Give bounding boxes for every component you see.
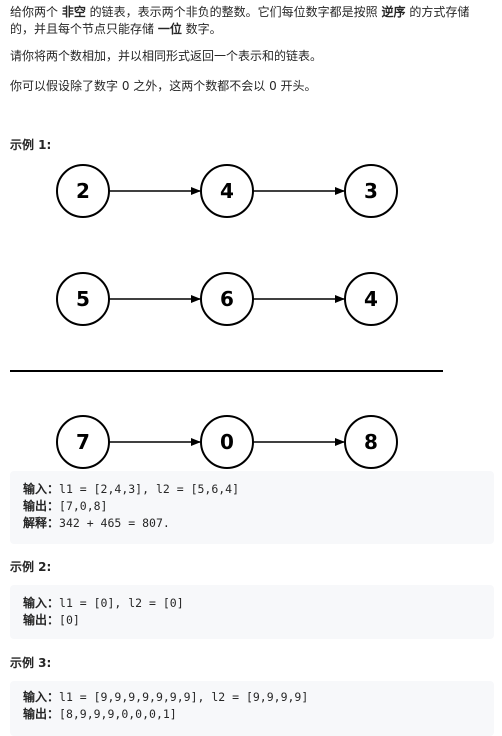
- problem-description-2: 请你将两个数相加，并以相同形式返回一个表示和的链表。: [10, 49, 323, 63]
- desc-text-e: 的方式存储的，并且每个节点只能存储: [10, 5, 470, 36]
- list-node-value: 4: [364, 287, 378, 311]
- example-2-input: l1 = [0], l2 = [0]: [59, 596, 184, 610]
- example-3-output: [8,9,9,9,0,0,0,1]: [59, 707, 177, 721]
- example-1-input-line: 输入：l1 = [2,4,3], l2 = [5,6,4]: [23, 481, 494, 498]
- desc-bold-reverse: 逆序: [381, 5, 406, 19]
- problem-description-3: 你可以假设除了数字 0 之外，这两个数都不会以 0 开头。: [10, 79, 317, 93]
- diagram-rows: 2 4 3 5 6 4 7 0 8: [56, 164, 398, 469]
- desc-text-a: 给你两个: [10, 5, 62, 19]
- list-node-value: 8: [364, 430, 378, 454]
- list-node: [56, 272, 110, 326]
- problem-description-1: 给你两个 非空 的链表，表示两个非负的整数。它们每位数字都是按照 逆序 的方式存…: [10, 4, 492, 38]
- output-label: 输出：: [23, 499, 60, 513]
- list-node-value: 7: [76, 430, 90, 454]
- list-node: [56, 164, 110, 218]
- example-2-output: [0]: [59, 613, 80, 627]
- desc-text-g: 数字。: [181, 22, 222, 36]
- list-node-value: 2: [76, 179, 90, 203]
- example-1-output: [7,0,8]: [59, 499, 108, 513]
- list-node-value: 3: [364, 179, 378, 203]
- example-1-heading: 示例 1:: [10, 138, 52, 152]
- example-2-heading: 示例 2:: [10, 560, 52, 574]
- output-label: 输出：: [23, 613, 60, 627]
- example-3-input-line: 输入：l1 = [9,9,9,9,9,9,9], l2 = [9,9,9,9]: [23, 689, 494, 706]
- list-node-value: 4: [220, 179, 234, 203]
- desc-bold-non-empty: 非空: [61, 5, 86, 19]
- list-node-value: 6: [220, 287, 234, 311]
- desc-text-c: 的链表，表示两个非负的整数。它们每位数字都是按照: [85, 5, 382, 19]
- example-2-codebox: 输入：l1 = [0], l2 = [0] 输出：[0]: [10, 585, 494, 639]
- example-3-input: l1 = [9,9,9,9,9,9,9], l2 = [9,9,9,9]: [59, 690, 309, 704]
- example-1-input: l1 = [2,4,3], l2 = [5,6,4]: [59, 482, 240, 496]
- example-2-output-line: 输出：[0]: [23, 612, 494, 629]
- example-1-codebox: 输入：l1 = [2,4,3], l2 = [5,6,4] 输出：[7,0,8]…: [10, 471, 494, 544]
- list-node: [344, 415, 398, 469]
- example-1-explain: 342 + 465 = 807.: [59, 516, 170, 530]
- input-label: 输入：: [23, 596, 60, 610]
- list-node: [200, 415, 254, 469]
- example-1-explain-line: 解释：342 + 465 = 807.: [23, 515, 494, 532]
- output-label: 输出：: [23, 707, 60, 721]
- example-2-input-line: 输入：l1 = [0], l2 = [0]: [23, 595, 494, 612]
- explain-label: 解释：: [23, 516, 60, 530]
- example-3-codebox: 输入：l1 = [9,9,9,9,9,9,9], l2 = [9,9,9,9] …: [10, 681, 494, 736]
- list-node-value: 0: [220, 430, 234, 454]
- input-label: 输入：: [23, 482, 60, 496]
- list-node: [344, 164, 398, 218]
- list-node: [200, 272, 254, 326]
- linked-list-diagram: 2 4 3 5 6 4 7 0 8: [10, 164, 443, 469]
- list-node: [200, 164, 254, 218]
- example-1-output-line: 输出：[7,0,8]: [23, 498, 494, 515]
- example-3-heading: 示例 3:: [10, 656, 52, 670]
- list-node-value: 5: [76, 287, 90, 311]
- input-label: 输入：: [23, 690, 60, 704]
- list-node: [56, 415, 110, 469]
- example-3-output-line: 输出：[8,9,9,9,0,0,0,1]: [23, 706, 494, 723]
- list-node: [344, 272, 398, 326]
- desc-bold-one-digit: 一位: [157, 22, 182, 36]
